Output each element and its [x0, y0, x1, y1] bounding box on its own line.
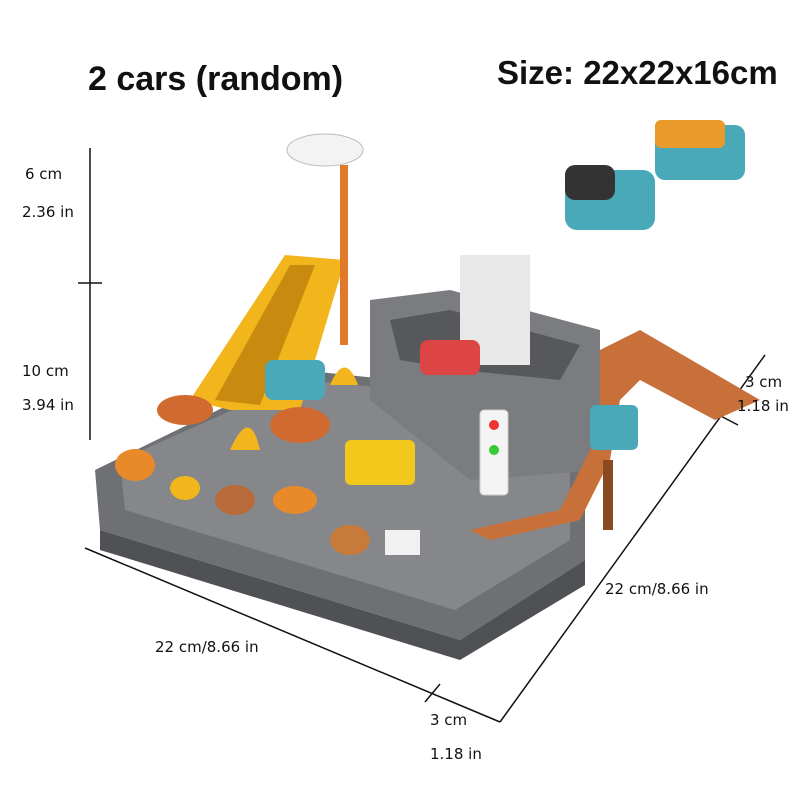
- ramp-cm-bottom: 3 cm: [430, 711, 468, 729]
- ramp-in-right: 1.18 in: [737, 397, 789, 415]
- width-label: 22 cm/8.66 in: [155, 638, 259, 656]
- depth-label: 22 cm/8.66 in: [605, 580, 709, 598]
- headline: 2 cars (random): [88, 60, 344, 98]
- base-height-in: 3.94 in: [22, 396, 74, 414]
- orange-track: [470, 330, 760, 540]
- top-height-in: 2.36 in: [22, 203, 74, 221]
- base-height-cm: 10 cm: [22, 362, 69, 380]
- width-line: [84, 547, 501, 723]
- width-tick: [424, 683, 441, 703]
- top-height-cm: 6 cm: [25, 165, 63, 183]
- ramp-in-bottom: 1.18 in: [430, 745, 482, 763]
- red-car: [420, 340, 480, 375]
- car-on-track: [265, 360, 325, 400]
- sample-cars: [565, 120, 745, 230]
- size-label: Size: 22x22x16cm: [497, 54, 778, 91]
- pegs: [115, 367, 420, 555]
- ramp-cm-right: 3 cm: [745, 373, 783, 391]
- truck-on-track: [345, 440, 415, 485]
- helicopter: [286, 133, 364, 167]
